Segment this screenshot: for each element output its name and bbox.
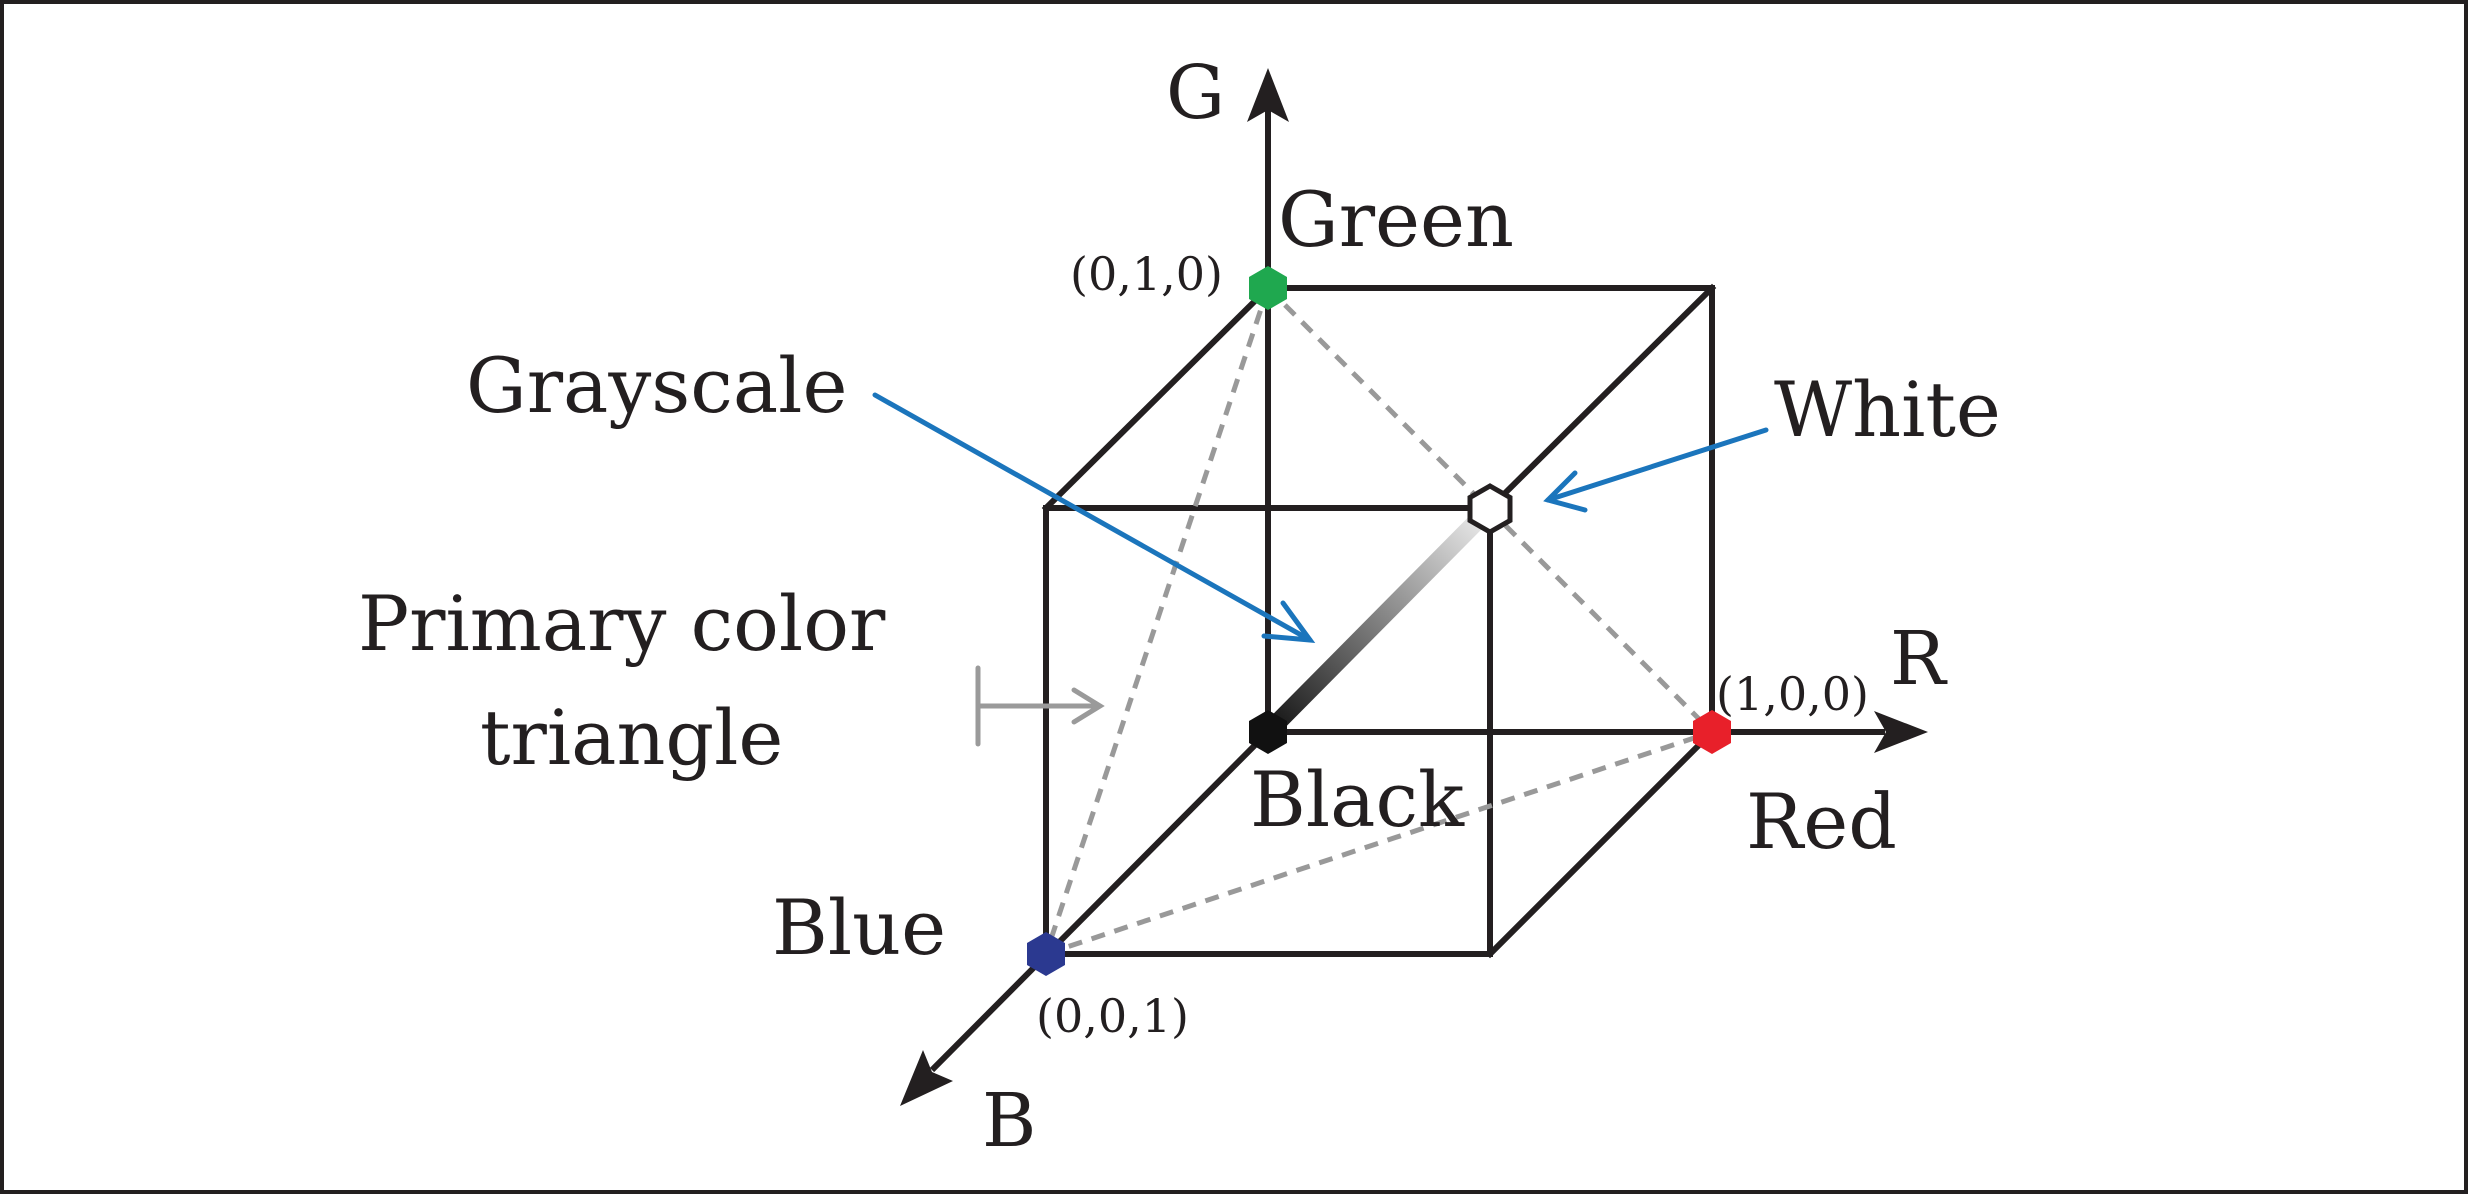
blue-vertex-coord: (0,0,1) <box>1036 989 1189 1043</box>
green-vertex-hexagon-marker <box>1249 266 1287 310</box>
triangle-edge-blue-red <box>1045 729 1713 957</box>
triangle-edge-green-blue <box>1043 287 1271 955</box>
b-axis-label: B <box>982 1078 1036 1164</box>
primary-triangle-label-line1: Primary color <box>358 579 886 668</box>
primary-triangle-label-line2: triangle <box>480 693 783 782</box>
white-arrowhead <box>1543 470 1588 513</box>
r-axis-arrowhead <box>1874 711 1928 753</box>
annotation-arrows <box>872 392 1769 643</box>
red-vertex-coord: (1,0,0) <box>1716 667 1869 721</box>
cube-edges <box>1041 283 1717 959</box>
blue-vertex-label: Blue <box>772 883 946 972</box>
green-vertex-coord: (0,1,0) <box>1070 247 1223 301</box>
axes <box>900 68 1928 1106</box>
g-axis-arrowhead <box>1247 68 1289 122</box>
white-arrow <box>1545 427 1769 503</box>
white-vertex-label: White <box>1774 365 2001 454</box>
cube-edge <box>1485 283 1717 513</box>
red-vertex-hexagon-marker <box>1693 710 1731 754</box>
primary-triangle-pointer <box>975 665 1105 747</box>
r-axis-label: R <box>1890 616 1948 702</box>
grayscale-label: Grayscale <box>466 341 847 430</box>
black-vertex-hexagon-marker <box>1249 710 1287 754</box>
cube-edge <box>1041 283 1273 513</box>
b-axis-arrowhead <box>900 1050 953 1106</box>
blue-vertex-hexagon-marker <box>1027 932 1065 976</box>
grayscale-arrowhead <box>1261 600 1316 643</box>
green-vertex-label: Green <box>1278 175 1514 264</box>
grayscale-arrow <box>872 392 1313 643</box>
pointer-arrowhead <box>1071 687 1105 725</box>
grayscale-diagonal <box>1261 501 1497 739</box>
red-vertex-label: Red <box>1746 777 1897 866</box>
white-vertex-hexagon-marker <box>1467 483 1513 535</box>
b-axis-line <box>929 729 1271 1073</box>
g-axis-label: G <box>1166 50 1225 136</box>
black-vertex-label: Black <box>1250 755 1465 844</box>
cube-edge <box>1485 727 1717 959</box>
